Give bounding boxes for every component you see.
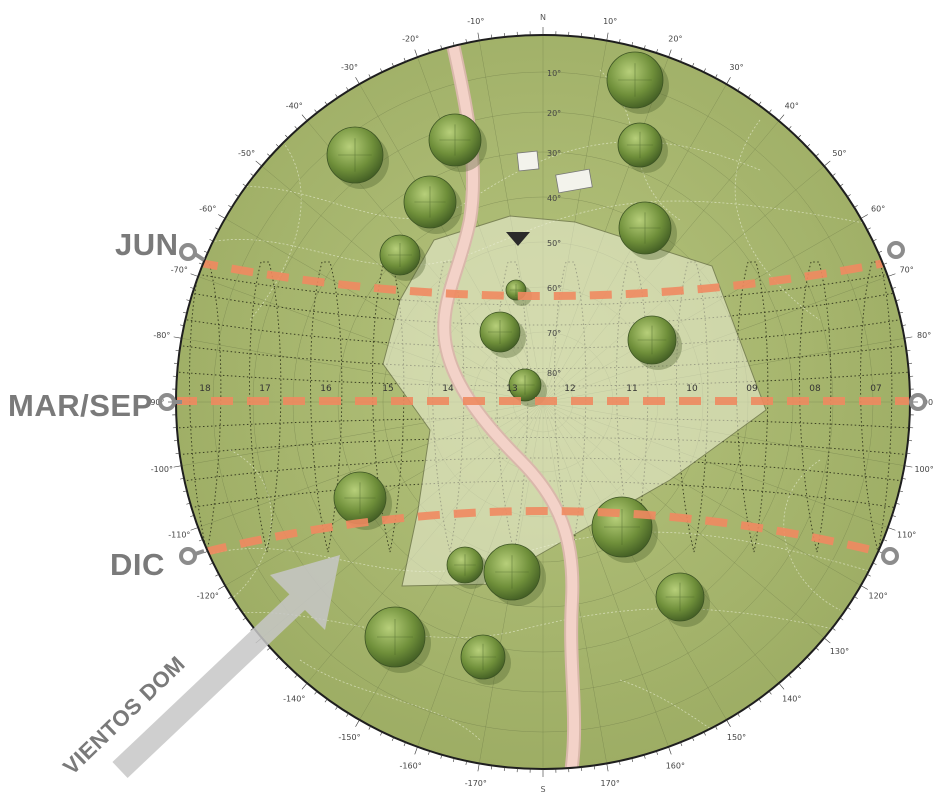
azimuth-label: 40°: [785, 102, 799, 111]
hour-label: 17: [259, 384, 270, 394]
azimuth-label: 60°: [871, 205, 885, 214]
azimuth-label: -140°: [283, 694, 305, 703]
azimuth-label: 20°: [668, 34, 682, 43]
season-markers: [158, 241, 927, 565]
azimuth-label: -110°: [168, 530, 190, 539]
altitude-label: 70°: [547, 329, 561, 338]
azimuth-label: -170°: [465, 779, 487, 788]
azimuth-label: -30°: [341, 63, 358, 72]
azimuth-label: 80°: [917, 331, 931, 340]
north-label: N: [540, 13, 546, 22]
hour-label: 15: [382, 384, 393, 394]
azimuth-label: -100°: [151, 465, 173, 474]
azimuth-label: -80°: [153, 331, 170, 340]
hour-label: 14: [442, 384, 454, 394]
altitude-label: 20°: [547, 109, 561, 118]
azimuth-label: -120°: [197, 592, 219, 601]
hour-labels: 18 17 16 15 14 13 12 11 10 09 08 07: [199, 384, 881, 394]
hour-label: 18: [199, 384, 211, 394]
hour-label: 07: [870, 384, 881, 394]
azimuth-label: 90°: [923, 398, 933, 407]
azimuth-label: 30°: [729, 63, 743, 72]
wind-arrow: [112, 555, 340, 778]
azimuth-labels: -10° -20° -30° -40° -50° -60° -70° -80° -90° -100…: [147, 17, 933, 788]
azimuth-label: 140°: [782, 694, 801, 703]
azimuth-label: 150°: [727, 733, 746, 742]
altitude-label: 60°: [547, 284, 561, 293]
azimuth-ticks: [168, 27, 918, 777]
jun-east-marker: [887, 241, 905, 259]
azimuth-label: 50°: [832, 149, 846, 158]
azimuth-label: 130°: [830, 647, 849, 656]
altitude-label: 30°: [547, 149, 561, 158]
azimuth-label: 170°: [601, 779, 620, 788]
shed-1: [516, 150, 540, 172]
azimuth-label: 110°: [897, 530, 916, 539]
azimuth-label: -50°: [238, 149, 255, 158]
hour-label: 16: [320, 384, 332, 394]
sun-path-dec: [204, 507, 881, 556]
azimuth-label: 70°: [900, 266, 914, 275]
azimuth-label: -70°: [171, 266, 188, 275]
altitude-label: 40°: [547, 194, 561, 203]
dic-east-marker: [881, 547, 899, 565]
azimuth-label: 10°: [603, 17, 617, 26]
azimuth-label: -10°: [467, 17, 484, 26]
dic-west-marker: [179, 547, 197, 565]
season-label-dic: DIC: [110, 547, 165, 582]
hour-label: 12: [564, 384, 575, 394]
equinox-east-marker: [909, 393, 927, 411]
hour-label: 13: [506, 384, 517, 394]
hour-label: 10: [686, 384, 698, 394]
azimuth-label: -90°: [147, 398, 164, 407]
azimuth-label: 120°: [869, 592, 888, 601]
hour-label: 11: [626, 384, 637, 394]
altitude-labels: 10° 20° 30° 40° 50° 60° 70° 80°: [547, 69, 561, 378]
azimuth-label: -40°: [286, 102, 303, 111]
altitude-label: 80°: [547, 369, 561, 378]
trees: [326, 51, 710, 685]
jun-west-marker: [179, 243, 197, 261]
azimuth-label: -150°: [338, 733, 360, 742]
altitude-label: 10°: [547, 69, 561, 78]
azimuth-label: -20°: [402, 34, 419, 43]
shed-2: [555, 168, 593, 194]
season-label-jun: JUN: [115, 227, 179, 262]
hour-label: 09: [746, 384, 758, 394]
sun-paths: [176, 258, 910, 556]
hour-label: 08: [809, 384, 821, 394]
south-label: S: [540, 785, 545, 794]
azimuth-label: -60°: [199, 205, 216, 214]
altitude-label: 50°: [547, 239, 561, 248]
azimuth-label: 160°: [666, 762, 685, 771]
azimuth-label: 100°: [914, 465, 933, 474]
azimuth-label: -160°: [400, 762, 422, 771]
season-label-mar-sep: MAR/SEP: [8, 388, 153, 423]
entrance-marker: [506, 232, 530, 246]
